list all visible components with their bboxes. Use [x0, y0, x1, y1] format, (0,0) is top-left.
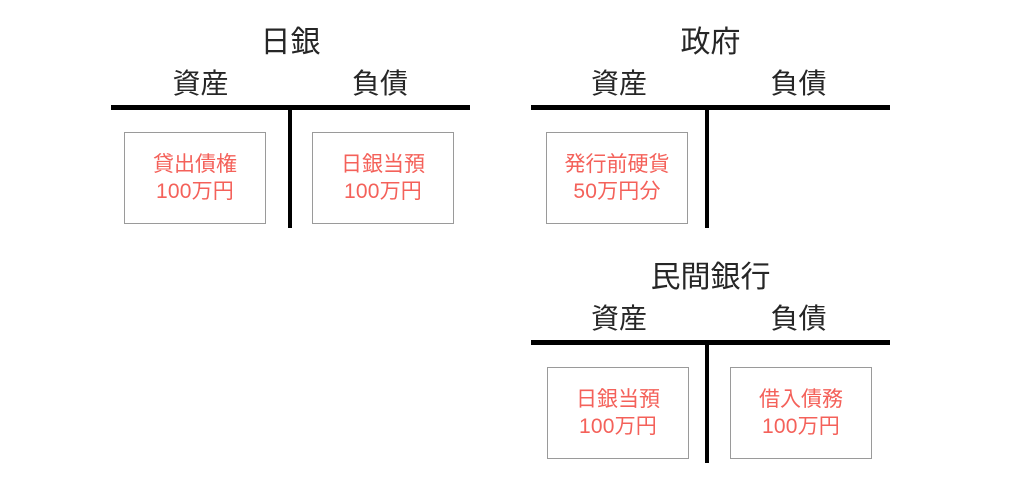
entity-title-boj: 日銀 [260, 26, 321, 59]
t-account-divider-government [705, 105, 709, 228]
t-account-boj: 日銀 資産 負債 貸出債権 100万円 日銀当預 100万円 [111, 26, 470, 230]
entry-amount: 50万円分 [573, 180, 661, 203]
entry-box-private-bank-assets: 日銀当預 100万円 [547, 367, 689, 459]
entry-amount: 100万円 [578, 415, 658, 438]
entry-amount: 100万円 [343, 180, 423, 203]
entry-box-boj-assets: 貸出債権 100万円 [124, 132, 266, 224]
t-account-government: 政府 資産 負債 発行前硬貨 50万円分 [531, 26, 890, 230]
t-account-divider-boj [288, 105, 292, 228]
column-header-assets-boj: 資産 [172, 68, 229, 99]
entry-name: 日銀当預 [341, 153, 425, 176]
entry-box-private-bank-liabilities: 借入債務 100万円 [730, 367, 872, 459]
entry-box-government-assets: 発行前硬貨 50万円分 [546, 132, 688, 224]
entry-amount: 100万円 [155, 180, 235, 203]
entry-box-boj-liabilities: 日銀当預 100万円 [312, 132, 454, 224]
entry-name: 借入債務 [759, 388, 843, 411]
column-header-assets-government: 資産 [590, 68, 647, 99]
column-header-assets-private-bank: 資産 [590, 303, 647, 334]
t-account-rule-private-bank [531, 340, 890, 345]
column-header-liabilities-private-bank: 負債 [770, 303, 827, 334]
entity-title-private-bank: 民間銀行 [650, 261, 771, 294]
t-account-divider-private-bank [705, 340, 709, 463]
entry-name: 発行前硬貨 [564, 153, 670, 176]
entity-title-government: 政府 [680, 26, 741, 59]
t-account-private-bank: 民間銀行 資産 負債 日銀当預 100万円 借入債務 100万円 [531, 261, 890, 465]
column-header-liabilities-government: 負債 [770, 68, 827, 99]
column-header-liabilities-boj: 負債 [351, 68, 408, 99]
entry-amount: 100万円 [761, 415, 841, 438]
t-account-rule-government [531, 105, 890, 110]
entry-name: 日銀当預 [576, 388, 660, 411]
entry-name: 貸出債権 [153, 153, 237, 176]
